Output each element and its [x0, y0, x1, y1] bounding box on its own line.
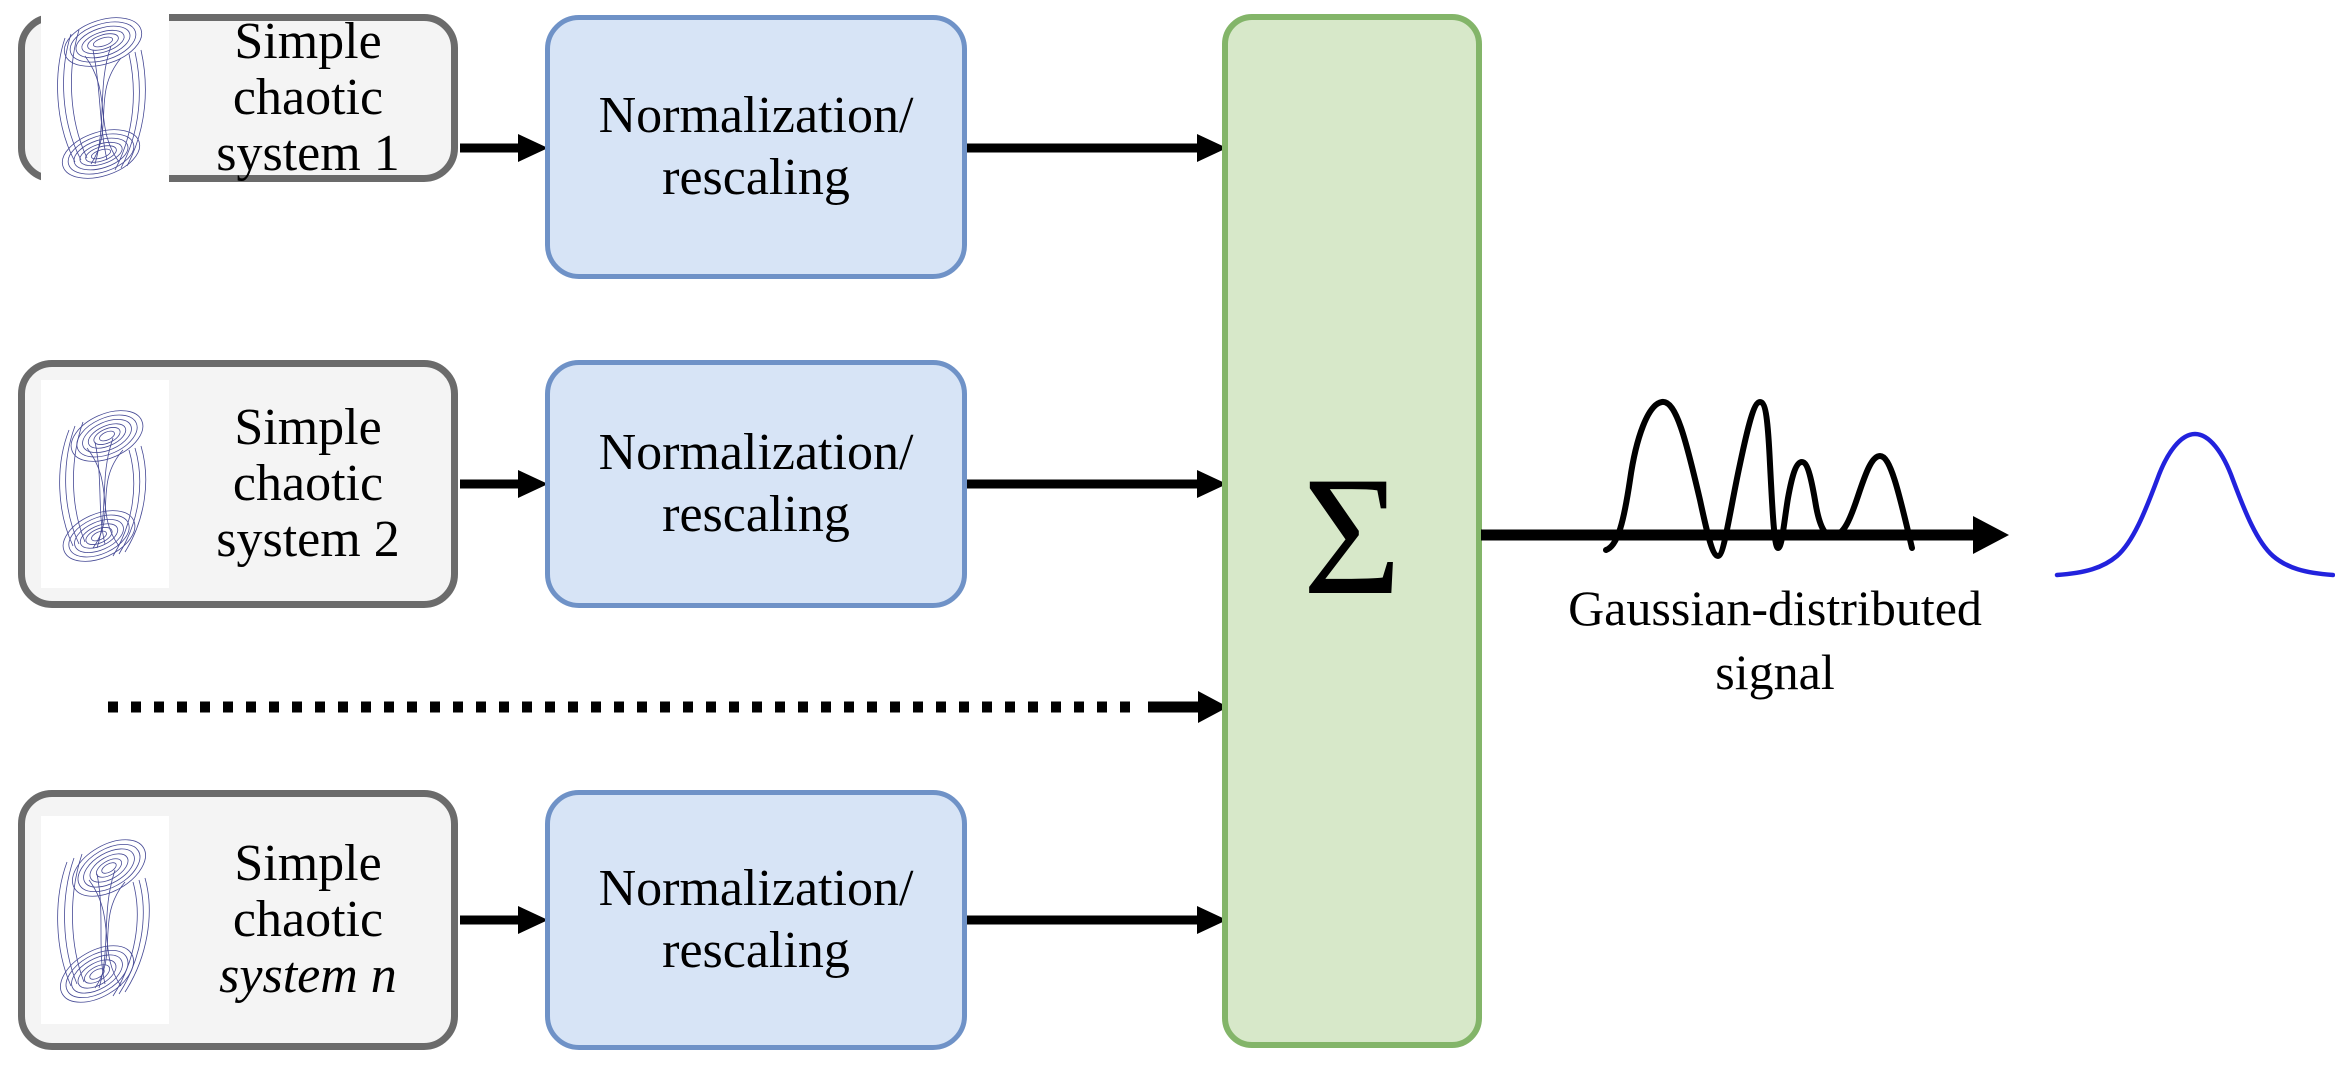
- source-label-line2: chaotic: [232, 68, 384, 126]
- source-label-2: Simple chaotic system 2: [169, 398, 445, 569]
- summation-block[interactable]: Σ: [1222, 14, 1482, 1048]
- chaotic-attractor-icon: [41, 0, 169, 202]
- normalization-box-1[interactable]: Normalization/ rescaling: [545, 15, 967, 279]
- source-box-3[interactable]: Simple chaotic system n: [18, 790, 458, 1050]
- chaotic-attractor-icon: [41, 816, 169, 1024]
- source-label-line2: chaotic: [232, 890, 384, 948]
- normalization-line1: Normalization/: [598, 423, 914, 481]
- source-label-line3: system n: [219, 947, 397, 1005]
- source-label-line2: chaotic: [232, 454, 384, 512]
- arrow-source1-to-norm1: [460, 134, 548, 162]
- normalization-box-3[interactable]: Normalization/ rescaling: [545, 790, 967, 1050]
- gaussian-bell-curve-icon: [2054, 431, 2335, 578]
- normalization-line2: rescaling: [662, 922, 850, 979]
- output-caption-line2: signal: [1715, 644, 1835, 700]
- arrow-sum-to-output: [1481, 516, 2009, 554]
- source-box-2[interactable]: Simple chaotic system 2: [18, 360, 458, 608]
- normalization-label-3: Normalization/ rescaling: [599, 858, 914, 983]
- irregular-waveform-icon: [1603, 399, 1915, 559]
- normalization-line1: Normalization/: [598, 86, 914, 144]
- source-label-line1: Simple: [234, 12, 382, 70]
- source-label-1: Simple chaotic system 1: [169, 12, 445, 183]
- arrow-norm1-to-sum: [967, 134, 1227, 162]
- arrow-source3-to-norm3: [460, 906, 548, 934]
- source-label-3: Simple chaotic system n: [169, 834, 445, 1005]
- source-box-1[interactable]: Simple chaotic system 1: [18, 0, 458, 202]
- normalization-line1: Normalization/: [598, 859, 914, 917]
- normalization-label-1: Normalization/ rescaling: [599, 85, 914, 210]
- normalization-line2: rescaling: [662, 486, 850, 543]
- chaotic-attractor-icon: [41, 380, 169, 588]
- normalization-line2: rescaling: [662, 149, 850, 206]
- source-label-line1: Simple: [234, 834, 382, 892]
- source-label-line1: Simple: [234, 398, 382, 456]
- arrow-norm2-to-sum: [967, 470, 1227, 498]
- ellipsis-row-connector: [108, 691, 1228, 723]
- arrow-source2-to-norm2: [460, 470, 548, 498]
- normalization-label-2: Normalization/ rescaling: [599, 422, 914, 547]
- normalization-box-2[interactable]: Normalization/ rescaling: [545, 360, 967, 608]
- output-caption: Gaussian-distributed signal: [1495, 576, 2055, 704]
- source-label-line3: system 2: [216, 511, 400, 569]
- source-label-line3: system 1: [216, 125, 400, 183]
- output-caption-line1: Gaussian-distributed: [1568, 580, 1982, 636]
- arrow-norm3-to-sum: [967, 906, 1227, 934]
- sigma-icon: Σ: [1302, 442, 1402, 630]
